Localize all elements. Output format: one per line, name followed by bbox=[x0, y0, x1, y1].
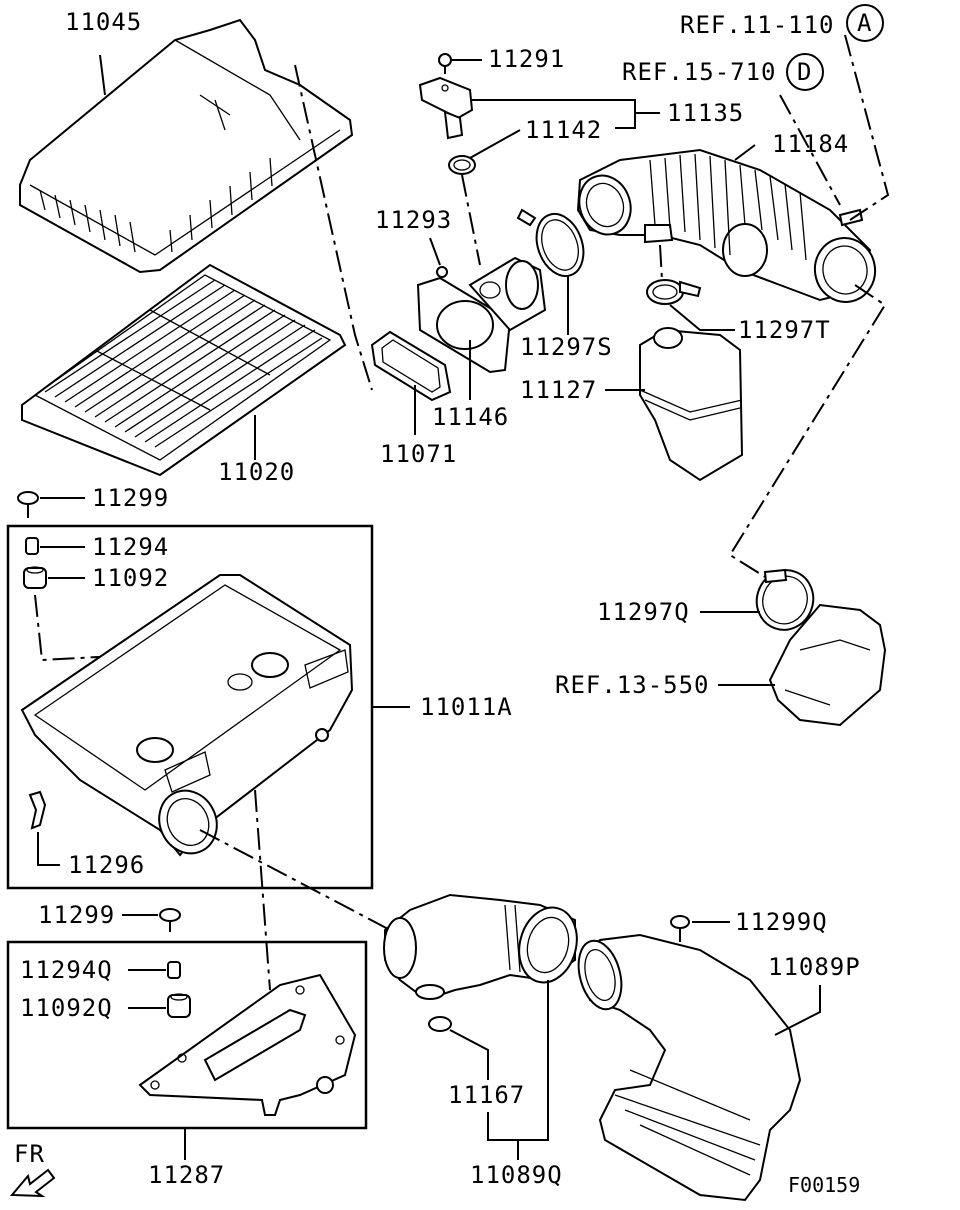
bushing-11092Q[interactable] bbox=[167, 993, 191, 1018]
label-11299-middle: 11299 bbox=[38, 901, 115, 929]
label-11291: 11291 bbox=[488, 45, 565, 73]
air-duct-11089P[interactable] bbox=[572, 933, 802, 1202]
ref-a-circle bbox=[846, 4, 884, 42]
ref-d-letter: D bbox=[797, 58, 812, 86]
front-arrow-icon bbox=[9, 1168, 56, 1198]
washer-11167[interactable] bbox=[428, 1016, 452, 1032]
direction-label: FR bbox=[14, 1140, 45, 1168]
label-11297S: 11297S bbox=[520, 333, 613, 361]
label-11287: 11287 bbox=[148, 1161, 225, 1189]
air-cleaner-case[interactable] bbox=[20, 574, 354, 863]
screw-11293[interactable] bbox=[436, 266, 448, 278]
label-11071: 11071 bbox=[380, 440, 457, 468]
ref-13-550: REF.13-550 bbox=[555, 671, 710, 699]
gasket[interactable] bbox=[370, 330, 452, 402]
grommet-11294Q[interactable] bbox=[167, 961, 181, 979]
figure-code: F00159 bbox=[788, 1173, 860, 1197]
throttle-body[interactable] bbox=[768, 603, 887, 727]
label-11296: 11296 bbox=[68, 851, 145, 879]
ref-15-710: REF.15-710 bbox=[622, 58, 777, 86]
ref-a-letter: A bbox=[857, 9, 872, 37]
airflow-sensor[interactable] bbox=[418, 76, 474, 140]
grommet-11294[interactable] bbox=[25, 537, 39, 555]
label-11045: 11045 bbox=[65, 8, 142, 36]
assembly-box-11287 bbox=[6, 940, 368, 1130]
label-11297T: 11297T bbox=[738, 316, 831, 344]
bolt-11299-top[interactable] bbox=[17, 491, 39, 518]
screw-11291[interactable] bbox=[438, 53, 452, 74]
air-filter-element[interactable] bbox=[21, 263, 347, 477]
airflow-sensor-housing[interactable] bbox=[416, 256, 547, 374]
o-ring[interactable] bbox=[448, 155, 476, 175]
bolt-11299-middle[interactable] bbox=[159, 908, 181, 932]
label-11297Q: 11297Q bbox=[597, 598, 690, 626]
hose-clamp-11297Q[interactable] bbox=[748, 562, 821, 638]
ref-11-110: REF.11-110 bbox=[680, 11, 835, 39]
hose-clamp-11297T[interactable] bbox=[646, 279, 702, 305]
label-11294: 11294 bbox=[92, 533, 169, 561]
label-11146: 11146 bbox=[432, 403, 509, 431]
mounting-bracket[interactable] bbox=[138, 973, 357, 1116]
label-11135: 11135 bbox=[667, 99, 744, 127]
air-cleaner-cover[interactable] bbox=[19, 18, 354, 274]
air-duct-11089Q[interactable] bbox=[383, 893, 585, 1000]
label-11092Q: 11092Q bbox=[20, 994, 113, 1022]
resonator[interactable] bbox=[639, 327, 744, 482]
label-11127: 11127 bbox=[520, 376, 597, 404]
label-11167: 11167 bbox=[448, 1081, 525, 1109]
bolt-11299Q[interactable] bbox=[670, 915, 690, 942]
label-11184: 11184 bbox=[772, 130, 849, 158]
label-11089P: 11089P bbox=[768, 953, 861, 981]
label-11089Q: 11089Q bbox=[470, 1161, 563, 1189]
ref-d-circle bbox=[786, 53, 824, 91]
label-11293: 11293 bbox=[375, 206, 452, 234]
label-11011A: 11011A bbox=[420, 693, 513, 721]
label-11020: 11020 bbox=[218, 458, 295, 486]
label-11294Q: 11294Q bbox=[20, 956, 113, 984]
hose-clamp-11297S[interactable] bbox=[516, 207, 592, 282]
label-11142: 11142 bbox=[525, 116, 602, 144]
label-11299-top: 11299 bbox=[92, 484, 169, 512]
label-11092: 11092 bbox=[92, 564, 169, 592]
air-intake-hose[interactable] bbox=[571, 148, 880, 307]
bushing-11092[interactable] bbox=[23, 566, 47, 589]
label-11299Q: 11299Q bbox=[735, 908, 828, 936]
clip-11296[interactable] bbox=[28, 790, 47, 830]
